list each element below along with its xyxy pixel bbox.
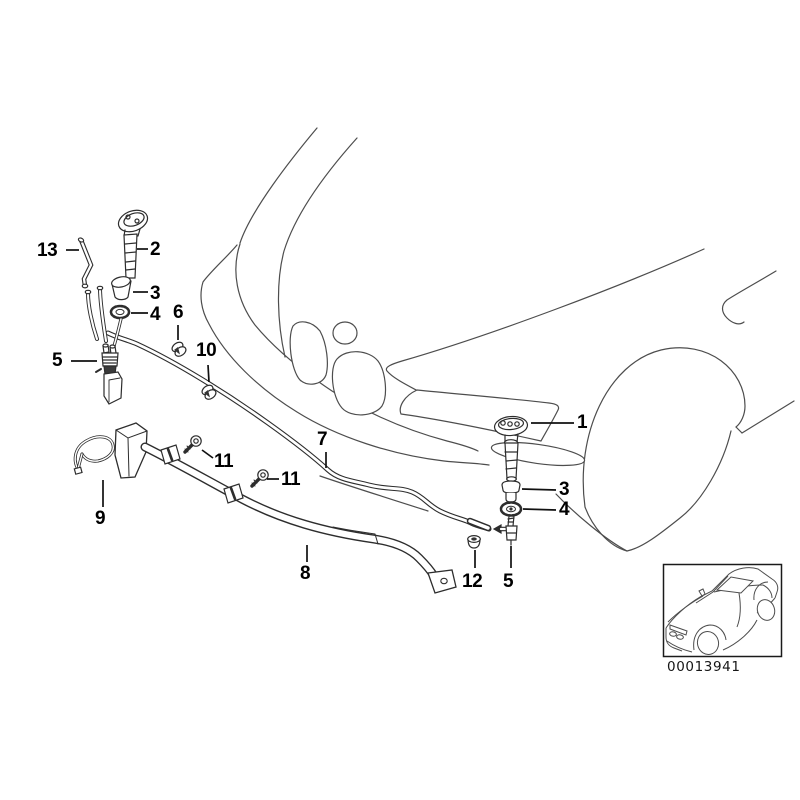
- thumbnail-car-sketch: [665, 567, 779, 655]
- screw-part11-b: [250, 469, 269, 488]
- bracket-joint-seam: [332, 526, 379, 545]
- washer-parts-right: [466, 415, 529, 549]
- a-pillar-inner-line: [239, 127, 318, 244]
- wheel-arch: [582, 347, 746, 552]
- screw-part11-a: [183, 435, 202, 454]
- twin-hoses: [84, 285, 108, 343]
- callout-5-left: 5: [52, 350, 63, 371]
- bracket-end-block: [114, 422, 148, 479]
- clip-part11-a: [160, 444, 181, 465]
- bracket-foot-hole: [440, 577, 448, 585]
- callout-4-right: 4: [559, 499, 570, 520]
- callout-3-right: 3: [559, 479, 570, 500]
- hood-edge-upper: [235, 243, 479, 452]
- callout-10: 10: [196, 340, 217, 361]
- bmw-roundel: [332, 321, 358, 345]
- arch-notch: [735, 426, 743, 434]
- a-pillar-outer-line: [277, 137, 358, 358]
- leader-10: [207, 364, 210, 383]
- door-hook-line: [721, 270, 777, 325]
- cable-tie-part9: [73, 435, 115, 475]
- callout-8: 8: [300, 563, 311, 584]
- washer-parts-left: [73, 209, 269, 504]
- callout-11-b: 11: [281, 469, 301, 490]
- leader-lines: [66, 248, 574, 568]
- sleeve-part3-right: [501, 480, 521, 503]
- headlight: [399, 389, 560, 442]
- bracket-part8: [114, 422, 457, 594]
- toothed-ring-part4-right: [499, 501, 523, 527]
- car-thumbnail: [662, 563, 783, 658]
- hose-clip-part6: [171, 341, 187, 357]
- sleeve-part3-left: [111, 276, 132, 301]
- spray-nozzle-part1: [493, 415, 529, 482]
- kidney-grille-right: [331, 351, 387, 416]
- callout-12: 12: [462, 571, 483, 592]
- bumper-corner-line: [555, 493, 628, 552]
- tee-connector-part5-left: [95, 343, 123, 405]
- thumbnail-code: 00013941: [667, 659, 741, 675]
- callout-9: 9: [95, 508, 106, 529]
- spray-nozzle-part2: [117, 209, 149, 279]
- callout-2: 2: [150, 239, 161, 260]
- leader-3r: [521, 488, 557, 491]
- callout-5-right: 5: [503, 571, 514, 592]
- vent-pipe-part13: [77, 237, 94, 289]
- nozzle-holder-block: [103, 371, 123, 405]
- callout-4-left: 4: [150, 304, 161, 325]
- callout-7: 7: [317, 429, 328, 450]
- hood-diagonal-line: [385, 248, 705, 392]
- sill-line: [741, 400, 795, 434]
- callout-13: 13: [37, 240, 58, 261]
- clip-part11-b: [223, 483, 244, 504]
- bumper-lower-thin-line: [319, 475, 429, 512]
- callout-11-a: 11: [214, 451, 234, 472]
- hose-clip-part10: [201, 384, 217, 400]
- hose-end-sleeve: [466, 517, 492, 532]
- leader-11a: [201, 449, 214, 459]
- nut-part12: [467, 534, 481, 549]
- leader-4r: [522, 508, 557, 511]
- toothed-ring-part4-left: [109, 304, 131, 348]
- kidney-grille-left: [289, 321, 328, 385]
- callout-3-left: 3: [150, 283, 161, 304]
- callout-6: 6: [173, 302, 184, 323]
- bumper-edge-lower: [200, 244, 490, 466]
- washer-hose-part7: [105, 330, 492, 532]
- elbow-fitting-part5-right: [492, 523, 518, 546]
- callout-1: 1: [577, 412, 588, 433]
